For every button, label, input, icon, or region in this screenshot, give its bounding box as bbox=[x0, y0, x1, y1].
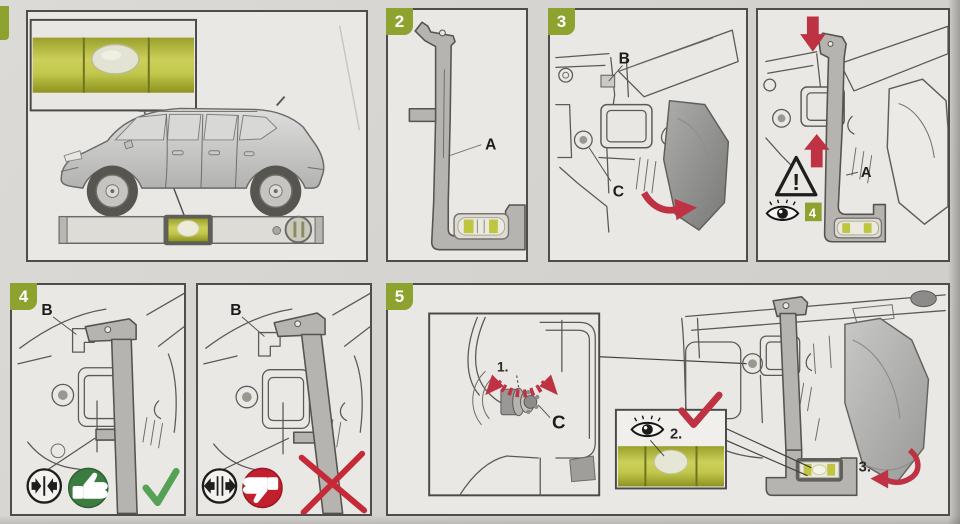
hook-point-b bbox=[257, 331, 281, 357]
paper-crease bbox=[338, 25, 361, 131]
housing-line-art bbox=[17, 292, 184, 471]
check-icon bbox=[142, 467, 180, 507]
thumbs-down-icon bbox=[242, 467, 283, 509]
label-c: C bbox=[613, 184, 624, 201]
label-a: A bbox=[485, 137, 496, 154]
bracket-tool-a bbox=[765, 296, 858, 497]
bracket-tool-a bbox=[273, 312, 344, 514]
step-4-panel-correct: 4 bbox=[10, 283, 186, 516]
step-4-badge: 4 bbox=[10, 283, 37, 310]
swing-back-arrow-icon bbox=[870, 448, 921, 489]
bubble-closeup-inset bbox=[29, 18, 197, 112]
step-3-panel-right: ! 4 A bbox=[756, 8, 950, 262]
vial-leader-1 bbox=[725, 427, 812, 469]
level-bubble bbox=[653, 449, 689, 475]
car-headlamp bbox=[63, 150, 83, 163]
headlight-lens-outline bbox=[886, 78, 948, 226]
car-on-level-ground-illustration bbox=[29, 18, 361, 246]
swing-open-arrow-icon bbox=[641, 190, 697, 221]
label-c-leader bbox=[588, 147, 612, 182]
vial-leader-2 bbox=[725, 439, 808, 477]
warning-triangle-icon: ! bbox=[774, 155, 818, 197]
substep-2-label: 2. bbox=[670, 426, 682, 442]
bracket-gap-illustration: B bbox=[201, 292, 370, 514]
eye-icon bbox=[765, 198, 800, 221]
step-5-badge: 5 bbox=[386, 283, 413, 310]
see-step-4-badge: 4 bbox=[805, 202, 822, 222]
step-3-panel-left: 3 B bbox=[548, 8, 748, 262]
bracket-level-vial bbox=[453, 212, 510, 240]
bracket-level-vial bbox=[833, 217, 883, 239]
spirit-level bbox=[58, 214, 324, 246]
label-b: B bbox=[41, 302, 52, 319]
car-antenna bbox=[275, 95, 286, 107]
housing-line-art bbox=[203, 292, 370, 472]
step-3-badge: 3 bbox=[548, 8, 575, 35]
label-c: C bbox=[552, 411, 565, 432]
car-wheel-rear bbox=[250, 165, 302, 217]
housing-line-art bbox=[555, 29, 739, 233]
step-2-panel: 2 A bbox=[386, 8, 528, 262]
bracket-level-vial bbox=[795, 457, 843, 482]
level-bubble bbox=[176, 220, 200, 237]
label-b-leader bbox=[608, 65, 623, 82]
step-4-panel-incorrect: B bbox=[196, 283, 372, 516]
photo-edge-bottom bbox=[0, 515, 960, 524]
step-2-badge: 2 bbox=[386, 8, 413, 35]
push-up-arrow-icon bbox=[804, 134, 830, 168]
headlight-open-illustration: B C bbox=[555, 29, 739, 233]
label-a-leader bbox=[450, 144, 482, 156]
car-wheel-front bbox=[86, 165, 138, 217]
step-1-badge-fragment bbox=[0, 6, 9, 40]
substep-1-label: 1. bbox=[497, 359, 508, 374]
bracket-hooked-illustration: ! 4 A bbox=[763, 16, 948, 243]
label-c-leader bbox=[537, 404, 551, 419]
bracket-tool-a bbox=[84, 318, 138, 514]
adjuster-closeup-inset: 1. C bbox=[428, 312, 601, 497]
cross-icon bbox=[298, 450, 368, 514]
label-b: B bbox=[619, 50, 630, 67]
label-b-leader bbox=[52, 316, 77, 335]
check-icon bbox=[678, 391, 723, 429]
flush-point-leader bbox=[47, 437, 96, 470]
bracket-tool-illustration: A bbox=[408, 21, 526, 251]
converge-arrows-icon bbox=[26, 468, 63, 504]
label-a-leader bbox=[846, 171, 859, 176]
label-b-leader bbox=[241, 316, 265, 337]
bracket-tool-a bbox=[817, 32, 887, 243]
step-5-panel: 5 bbox=[386, 283, 950, 516]
bubble-check-inset: 2. bbox=[614, 408, 727, 490]
eye-leader bbox=[649, 439, 665, 457]
car-silhouette bbox=[60, 95, 325, 217]
step-1-panel bbox=[26, 10, 368, 262]
adjuster-on-assembly bbox=[748, 359, 757, 369]
headlight-lens bbox=[844, 317, 930, 485]
diverge-arrows-icon bbox=[201, 468, 238, 504]
thumbs-up-icon bbox=[67, 467, 109, 509]
hook-point-b bbox=[600, 74, 616, 88]
svg-text:4: 4 bbox=[809, 205, 816, 220]
headlight-lens bbox=[662, 99, 730, 232]
car-mirror bbox=[123, 139, 134, 150]
gap-point-leader bbox=[223, 437, 290, 470]
rotate-arc-icon bbox=[485, 374, 558, 398]
substep-3-label: 3. bbox=[859, 460, 871, 476]
bracket-flush-illustration: B bbox=[17, 292, 184, 514]
round-vial bbox=[284, 215, 313, 244]
adjustment-illustration: 1. C bbox=[428, 290, 946, 497]
warning-glyph: ! bbox=[792, 169, 800, 195]
label-a: A bbox=[861, 165, 872, 181]
inset-leader-line bbox=[599, 356, 747, 365]
label-b: B bbox=[230, 302, 241, 319]
